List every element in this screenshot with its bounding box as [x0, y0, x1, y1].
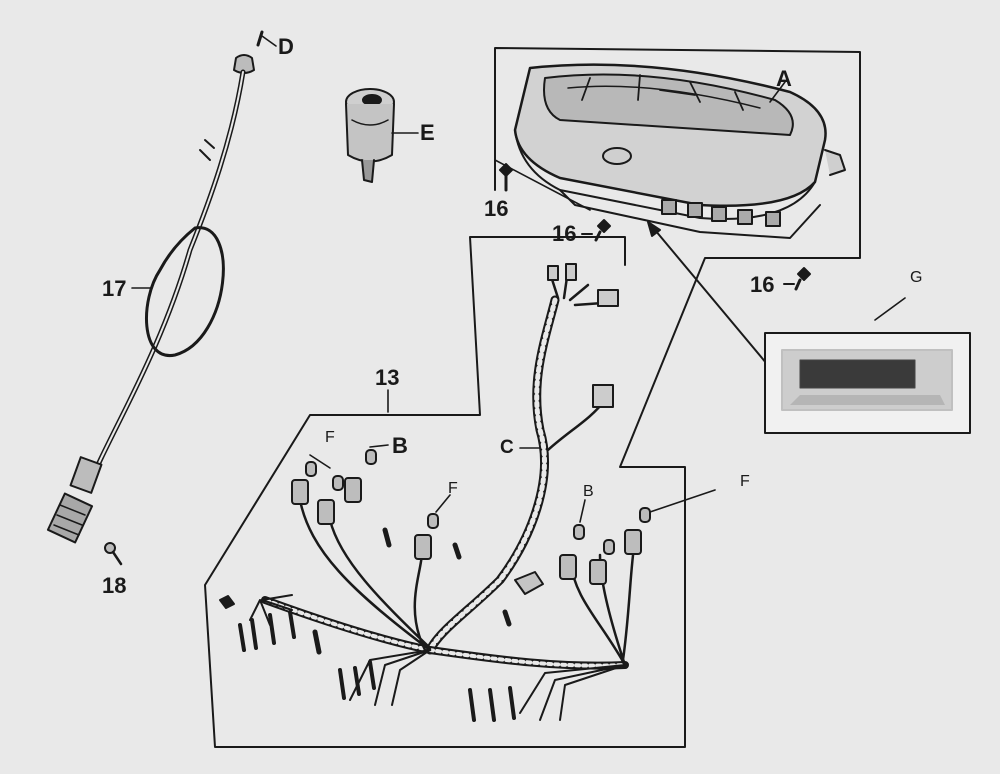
screw-18 [104, 542, 123, 566]
label-16-a: 16 [484, 196, 509, 221]
screw-16-b [594, 219, 611, 242]
photo-box-g [764, 297, 971, 434]
label-d: D [278, 34, 294, 59]
screw-16-a [499, 163, 513, 192]
bulb-sockets [291, 449, 651, 585]
label-16-b: 16 [552, 221, 577, 246]
instrument-cluster-a [513, 63, 846, 239]
label-13: 13 [375, 365, 400, 390]
label-18: 18 [102, 573, 127, 598]
label-f-left: F [325, 429, 335, 446]
label-f-mid: F [448, 480, 458, 497]
wiring-harness-c [249, 263, 637, 721]
label-f-right: F [740, 473, 750, 490]
screw-16-c [794, 267, 811, 291]
label-e: E [420, 120, 435, 145]
harness-screws [219, 527, 516, 722]
label-g: G [910, 269, 923, 286]
label-a: A [776, 66, 792, 91]
label-c: C [500, 437, 514, 458]
harness-clip [514, 571, 544, 595]
label-b-left: B [392, 433, 408, 458]
label-17: 17 [102, 276, 127, 301]
leader-lines [131, 35, 716, 523]
speedometer-cable [46, 30, 264, 544]
label-b-right: B [583, 483, 594, 500]
indicator-socket-e [345, 88, 395, 183]
label-16-c: 16 [750, 272, 775, 297]
instrument-cluster-frame [204, 47, 861, 748]
pointer-arrow [649, 223, 773, 371]
